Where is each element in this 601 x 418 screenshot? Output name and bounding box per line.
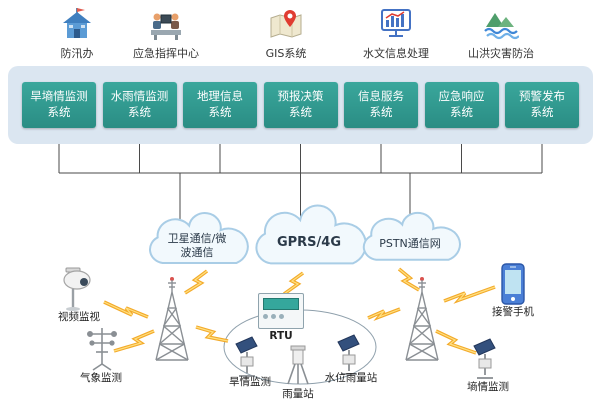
org-hydro-info: 水文信息处理	[346, 6, 446, 60]
cloud-satellite: 卫星通信/微 波通信	[138, 210, 256, 274]
drought-sensor-icon	[230, 332, 268, 378]
system-button-gis: 地理信息 系统	[183, 82, 257, 128]
systems-band: 旱墒情监测 系统 水雨情监测 系统 地理信息 系统 预报决策 系统 信息服务 系…	[8, 66, 593, 144]
water-rain-station-label: 水位雨量站	[324, 372, 378, 384]
map-pin-icon	[268, 6, 304, 42]
water-level-sensor-icon	[332, 330, 370, 375]
radio-tower-icon	[396, 276, 448, 362]
soil-monitor-label: 墒情监测	[467, 381, 509, 393]
system-button-label: 地理信息 系统	[197, 89, 243, 119]
weather-station-icon	[80, 324, 124, 372]
cctv-camera-icon	[56, 266, 100, 312]
cloud-label: GPRS/4G	[276, 234, 342, 250]
org-flood-office: 防汛办	[27, 6, 127, 60]
video-monitor-label: 视频监视	[58, 311, 100, 323]
system-button-forecast: 预报决策 系统	[263, 82, 338, 128]
cloud-icon	[138, 210, 256, 274]
mobile-phone-icon	[498, 262, 528, 306]
org-label: 山洪灾害防治	[468, 47, 534, 60]
radio-tower-icon	[146, 276, 198, 362]
alarm-phone-label: 接警手机	[492, 306, 534, 318]
system-button-label: 信息服务 系统	[358, 89, 404, 119]
flood-mountain-icon	[483, 6, 520, 42]
system-button-label: 预报决策 系统	[277, 89, 324, 119]
org-flood-prevention: 山洪灾害防治	[451, 6, 551, 60]
rain-station-label: 雨量站	[282, 388, 314, 400]
cloud-label: PSTN通信网	[379, 237, 441, 251]
system-button-emergency: 应急响应 系统	[424, 82, 499, 128]
org-gis-system: GIS系统	[236, 6, 336, 60]
cloud-icon	[352, 210, 468, 270]
org-label: 防汛办	[60, 47, 94, 60]
org-command-center: 应急指挥中心	[116, 6, 216, 60]
system-button-water-rain: 水雨情监测 系统	[102, 82, 177, 128]
rain-gauge-icon	[280, 342, 316, 388]
command-center-icon	[148, 6, 184, 42]
cloud-icon	[243, 202, 375, 276]
system-button-label: 旱墒情监测 系统	[30, 89, 88, 119]
weather-station-label: 气象监测	[80, 372, 122, 384]
rtu-label: RTU	[269, 330, 293, 342]
system-button-drought-moisture: 旱墒情监测 系统	[22, 82, 96, 128]
soil-moisture-sensor-icon	[468, 334, 506, 382]
cloud-pstn: PSTN通信网	[352, 210, 468, 270]
cloud-gprs: GPRS/4G	[243, 202, 375, 276]
chart-monitor-icon	[378, 6, 414, 42]
rtu-device-icon	[258, 293, 304, 329]
cloud-label: 卫星通信/微 波通信	[167, 232, 227, 259]
system-button-label: 预警发布 系统	[519, 89, 565, 119]
system-button-label: 应急响应 系统	[438, 89, 485, 119]
lightning-bolt	[443, 285, 496, 304]
rtu-screen	[263, 298, 299, 310]
org-label: 水文信息处理	[363, 47, 429, 60]
org-label: GIS系统	[265, 47, 307, 60]
system-button-info-service: 信息服务 系统	[344, 82, 418, 128]
drought-monitor-label: 旱情监测	[229, 376, 271, 388]
lightning-bolt	[195, 325, 229, 343]
system-button-warning: 预警发布 系统	[505, 82, 579, 128]
building-icon	[59, 6, 95, 42]
lightning-bolt	[282, 271, 305, 296]
system-button-label: 水雨情监测 系统	[110, 89, 169, 119]
org-label: 应急指挥中心	[133, 47, 199, 60]
